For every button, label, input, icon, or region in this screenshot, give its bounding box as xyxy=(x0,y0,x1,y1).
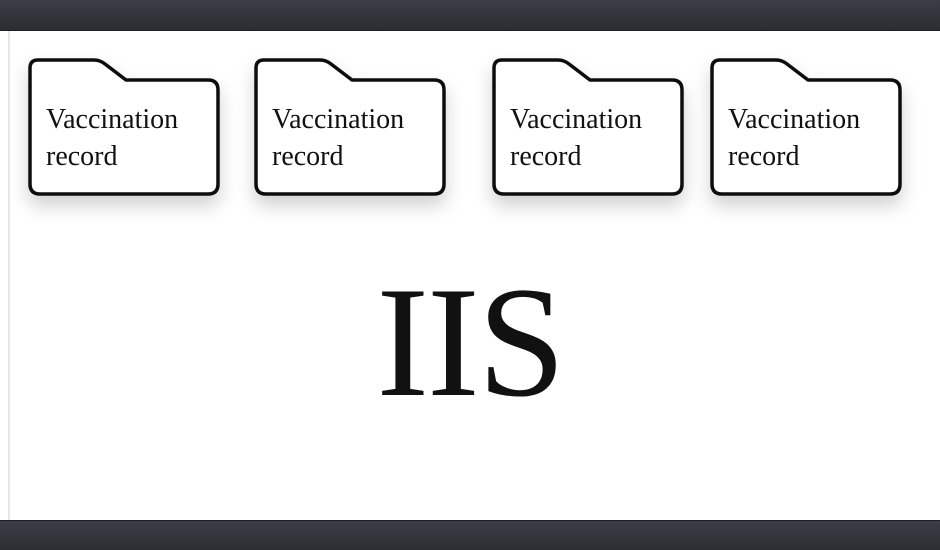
folder-label: Vaccination record xyxy=(728,104,861,172)
folder-icon xyxy=(710,58,902,196)
folder-icon xyxy=(492,58,684,196)
vaccination-record-folder: Vaccination record xyxy=(254,58,446,196)
bottom-bar xyxy=(0,520,940,550)
folder-label: Vaccination record xyxy=(272,104,405,172)
folder-icon xyxy=(28,58,220,196)
folder-icon xyxy=(254,58,446,196)
vaccination-record-folder: Vaccination record xyxy=(492,58,684,196)
vaccination-record-folder: Vaccination record xyxy=(28,58,220,196)
folder-label: Vaccination record xyxy=(46,104,179,172)
iis-label: IIS xyxy=(376,255,565,430)
top-bar xyxy=(0,0,940,31)
vaccination-record-folder: Vaccination record xyxy=(710,58,902,196)
folder-label: Vaccination record xyxy=(510,104,643,172)
